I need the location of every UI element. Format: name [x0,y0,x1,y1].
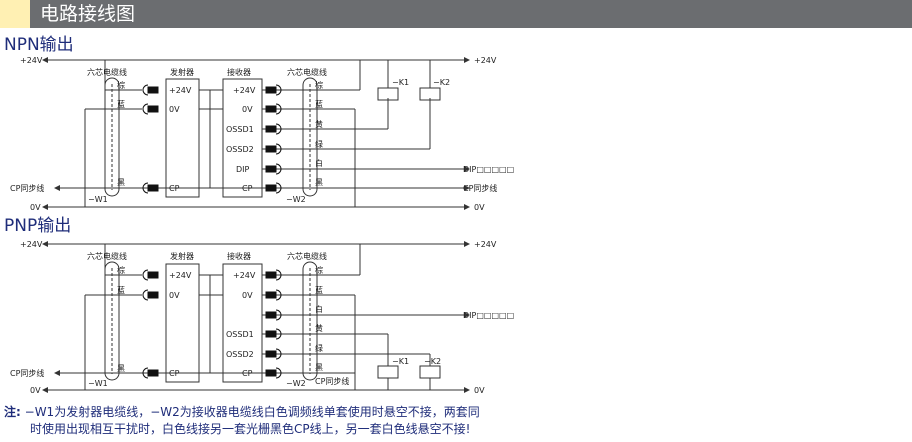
npn-left-color: 棕 [117,80,125,90]
header-accent [0,0,30,28]
npn-recv-pin: +24V [233,86,256,95]
footnote: 注: −W1为发射器电缆线，−W2为接收器电缆线白色调频线单套使用时悬空不接，两… [4,404,480,438]
pnp-emit-pin: 0V [169,291,180,300]
pnp-right-color: 绿 [315,344,323,353]
pnp-left-color: 黑 [117,364,125,373]
pnp-cp-right: CP同步线 [315,376,349,386]
note-line-1: −W1为发射器电缆线，−W2为接收器电缆线白色调频线单套使用时悬空不接，两套同 [24,405,480,419]
npn-cp-right: CP同步线 [463,183,497,193]
npn-k1: −K1 [392,78,409,87]
pnp-right-color: 蓝 [315,285,323,295]
pnp-plus24-left: +24V [20,240,43,249]
npn-section-title: NPN输出 [4,35,74,55]
pnp-dip-right: DIP□□□□□ [463,311,514,320]
npn-emit-pin: +24V [169,86,192,95]
npn-right-color: 棕 [315,80,323,90]
npn-receiver-label: 接收器 [227,67,251,77]
npn-recv-pin: OSSD1 [226,125,254,134]
npn-right-color: 绿 [315,140,323,149]
npn-w2: −W2 [286,195,306,204]
npn-recv-pin: CP [242,184,253,193]
npn-recv-pin: 0V [242,105,253,114]
npn-plus24-right: +24V [474,56,497,65]
pnp-right-color: 棕 [315,265,323,275]
pnp-w1: −W1 [88,379,108,388]
pnp-recv-pin: CP [242,369,253,378]
page-title: 电路接线图 [40,3,136,25]
pnp-cable-right-label: 六芯电缆线 [287,251,327,261]
npn-cable-left-label: 六芯电缆线 [87,67,127,77]
npn-plus24-left: +24V [20,56,43,65]
npn-right-color: 黑 [315,178,323,187]
pnp-right-color: 黄 [315,323,323,333]
pnp-receiver-label: 接收器 [227,251,251,261]
npn-zero-right: 0V [474,203,485,212]
npn-k2: −K2 [433,78,450,87]
page-header: 电路接线图 [0,0,912,28]
npn-right-color: 黄 [315,119,323,129]
npn-right-color: 蓝 [315,99,323,109]
npn-right-color: 白 [315,158,323,168]
pnp-zero-right: 0V [474,386,485,395]
pnp-left-color: 蓝 [117,285,125,295]
npn-dip-right: DIP□□□□□ [463,165,514,174]
pnp-k1: −K1 [392,357,409,366]
pnp-w2: −W2 [286,379,306,388]
pnp-right-color: 白 [315,304,323,314]
npn-cable-right-label: 六芯电缆线 [287,67,327,77]
pnp-zero-left: 0V [30,386,41,395]
pnp-section-title: PNP输出 [4,216,72,236]
pnp-emit-pin: CP [169,369,180,378]
note-line-2: 时使用出现相互干扰时，白色线接另一套光栅黑色CP线上，另一套白色线悬空不接! [30,422,471,436]
pnp-recv-pin: +24V [233,271,256,280]
pnp-recv-pin: 0V [242,291,253,300]
pnp-plus24-right: +24V [474,240,497,249]
npn-recv-pin: OSSD2 [226,145,254,154]
note-label: 注: [4,405,21,419]
pnp-emit-pin: +24V [169,271,192,280]
pnp-recv-pin: OSSD2 [226,350,254,359]
npn-recv-pin: DIP [236,165,250,174]
npn-left-color: 蓝 [117,99,125,109]
pnp-recv-pin: OSSD1 [226,330,254,339]
pnp-right-color: 黑 [315,363,323,372]
pnp-emitter-label: 发射器 [170,251,194,261]
npn-zero-left: 0V [30,203,41,212]
pnp-cp-left: CP同步线 [10,368,44,378]
pnp-cable-left-label: 六芯电缆线 [87,251,127,261]
npn-cp-left: CP同步线 [10,183,44,193]
npn-emit-pin: CP [169,184,180,193]
npn-emitter-label: 发射器 [170,67,194,77]
npn-emit-pin: 0V [169,105,180,114]
npn-left-color: 黑 [117,178,125,187]
pnp-k2: −K2 [424,357,441,366]
npn-w1: −W1 [88,195,108,204]
pnp-left-color: 棕 [117,265,125,275]
